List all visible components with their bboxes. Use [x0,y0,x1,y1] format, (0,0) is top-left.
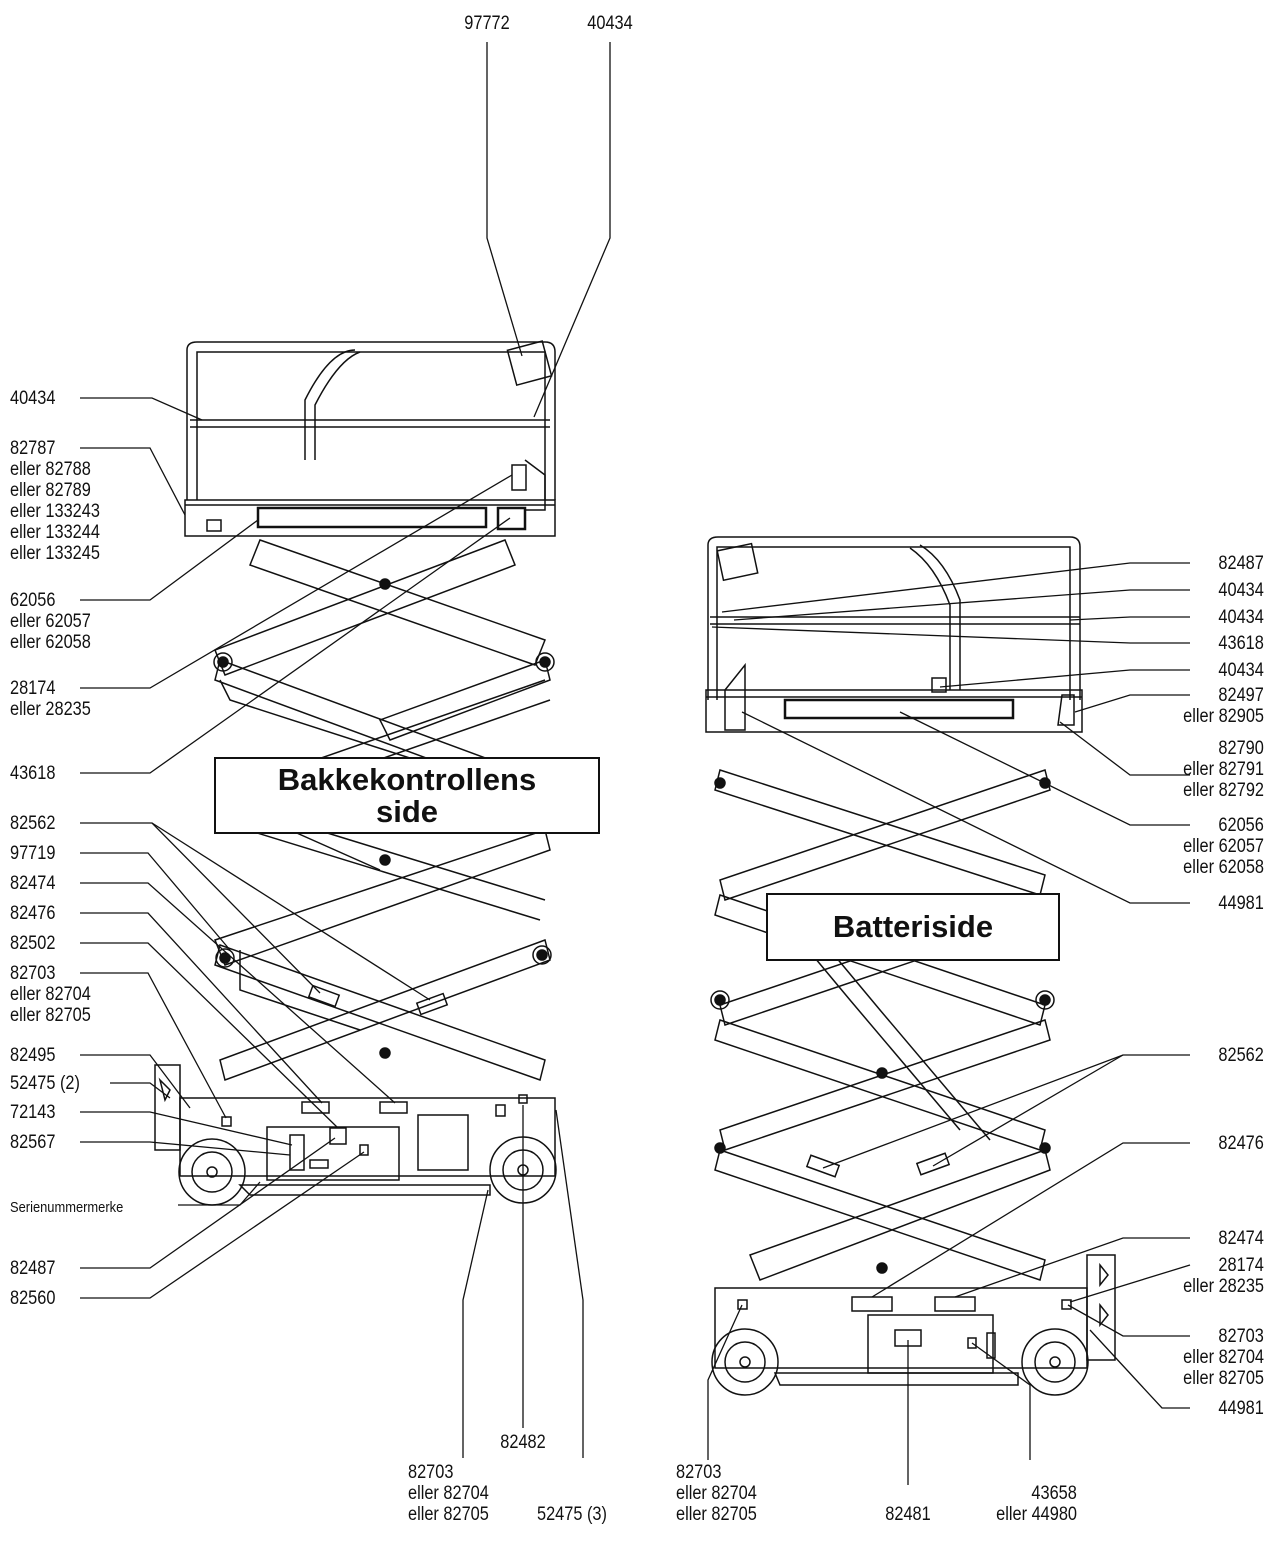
callout-82562-right: 82562 [1218,1045,1264,1066]
callout-82789: eller 82789 [10,480,91,501]
callout-82502: 82502 [10,933,56,954]
callout-82476-right: 82476 [1218,1133,1264,1154]
callout-43618-right: 43618 [1218,633,1264,654]
callout-82560: 82560 [10,1288,56,1309]
callout-82703-left: 82703 [10,963,56,984]
callout-28235-right: eller 28235 [1183,1276,1264,1297]
callout-82567: 82567 [10,1132,56,1153]
callout-82790: 82790 [1218,738,1264,759]
callout-62058-left: eller 62058 [10,632,91,653]
callout-82905: eller 82905 [1183,706,1264,727]
callout-82704-bottom-right: eller 82704 [676,1483,757,1504]
callout-28235-left: eller 28235 [10,699,91,720]
right-machine [705,536,1116,1396]
callout-44981-right-b: 44981 [1218,1398,1264,1419]
callout-82703-bottom-left: 82703 [408,1462,454,1483]
callout-82481: 82481 [885,1504,931,1525]
callout-82562-left: 82562 [10,813,56,834]
callout-133245: eller 133245 [10,543,100,564]
left-side-title-line1: Bakkekontrollens [277,761,537,797]
callout-82705-right: eller 82705 [1183,1368,1264,1389]
callout-82487-right: 82487 [1218,553,1264,574]
callout-52475-3: 52475 (3) [537,1504,607,1525]
callout-40434-right-c: 40434 [1218,660,1264,681]
callout-44980: eller 44980 [996,1504,1077,1525]
callout-82705-bottom-left: eller 82705 [408,1504,489,1525]
callout-43658: 43658 [1031,1483,1077,1504]
right-side-title: Batteriside [832,909,994,944]
callout-82497: 82497 [1218,685,1264,706]
callout-40434-top: 40434 [587,13,633,34]
callout-82476-left: 82476 [10,903,56,924]
left-side-title-line2: side [375,793,439,829]
callout-82788: eller 82788 [10,459,91,480]
callout-82705-bottom-right: eller 82705 [676,1504,757,1525]
callout-serienummermerke: Serienummermerke [10,1199,124,1216]
callout-62056-right: 62056 [1218,815,1264,836]
callout-62056-left: 62056 [10,590,56,611]
callout-82704-right: eller 82704 [1183,1347,1264,1368]
callout-40434-right-b: 40434 [1218,607,1264,628]
callout-40434-right-a: 40434 [1218,580,1264,601]
callout-28174-right: 28174 [1218,1255,1264,1276]
callout-82474-right: 82474 [1218,1228,1264,1249]
callout-28174-left: 28174 [10,678,56,699]
callout-62058-right: eller 62058 [1183,857,1264,878]
callout-133243: eller 133243 [10,501,100,522]
callout-82791: eller 82791 [1183,759,1264,780]
callout-62057-left: eller 62057 [10,611,91,632]
callout-40434-left: 40434 [10,388,56,409]
callout-72143: 72143 [10,1102,56,1123]
callout-97719: 97719 [10,843,56,864]
callout-133244: eller 133244 [10,522,100,543]
right-side-title-box: Batteriside [766,893,1060,961]
left-leader-lines [80,42,611,1458]
callout-82482: 82482 [500,1432,546,1453]
callout-82704-left: eller 82704 [10,984,91,1005]
callout-52475-2: 52475 (2) [10,1073,80,1094]
callout-43618-left: 43618 [10,763,56,784]
callout-82703-bottom-right: 82703 [676,1462,722,1483]
callout-62057-right: eller 62057 [1183,836,1264,857]
callout-44981-right: 44981 [1218,893,1264,914]
left-side-title-box: Bakkekontrollens side [214,757,600,834]
callout-82704-bottom-left: eller 82704 [408,1483,489,1504]
right-leader-lines [707,562,1191,1485]
callout-82495: 82495 [10,1045,56,1066]
callout-82474-left: 82474 [10,873,56,894]
callout-97772: 97772 [464,13,510,34]
callout-82703-right: 82703 [1218,1326,1264,1347]
callout-82487-left: 82487 [10,1258,56,1279]
left-machine [154,340,557,1206]
callout-82792: eller 82792 [1183,780,1264,801]
callout-82705-left: eller 82705 [10,1005,91,1026]
callout-82787: 82787 [10,438,56,459]
